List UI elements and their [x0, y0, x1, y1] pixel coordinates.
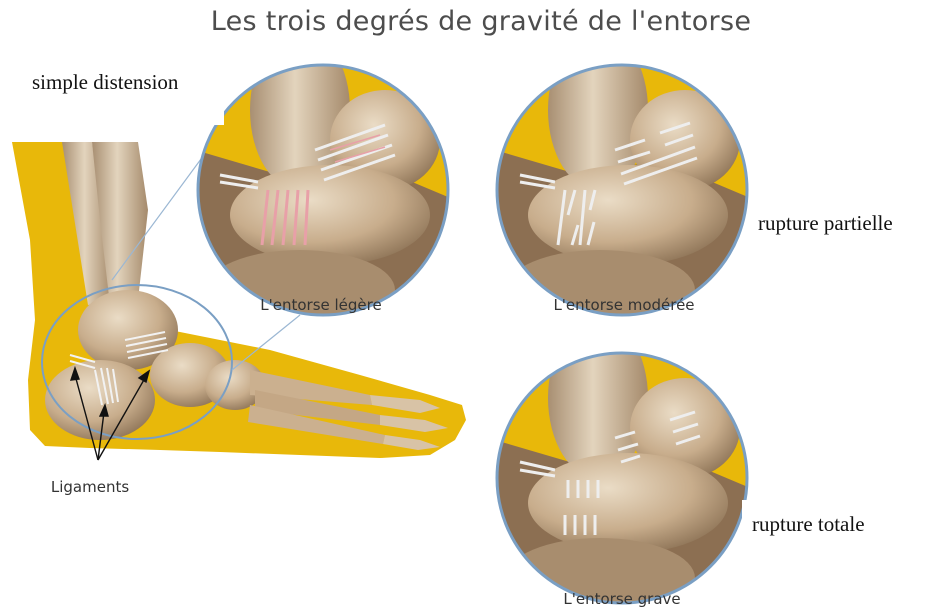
caption-entorse-grave: L'entorse grave — [502, 590, 742, 608]
caption-ligaments: Ligaments — [0, 478, 210, 496]
circle-entorse-grave — [495, 318, 755, 614]
label-rupture-partielle: rupture partielle — [748, 209, 897, 240]
label-rupture-totale: rupture totale — [742, 500, 925, 567]
circle-entorse-moderee — [495, 30, 755, 330]
circle-entorse-legere — [195, 30, 455, 330]
caption-entorse-moderee: L'entorse modérée — [504, 296, 744, 314]
caption-entorse-legere: L'entorse légère — [201, 296, 441, 314]
label-simple-distension: simple distension — [20, 68, 224, 125]
